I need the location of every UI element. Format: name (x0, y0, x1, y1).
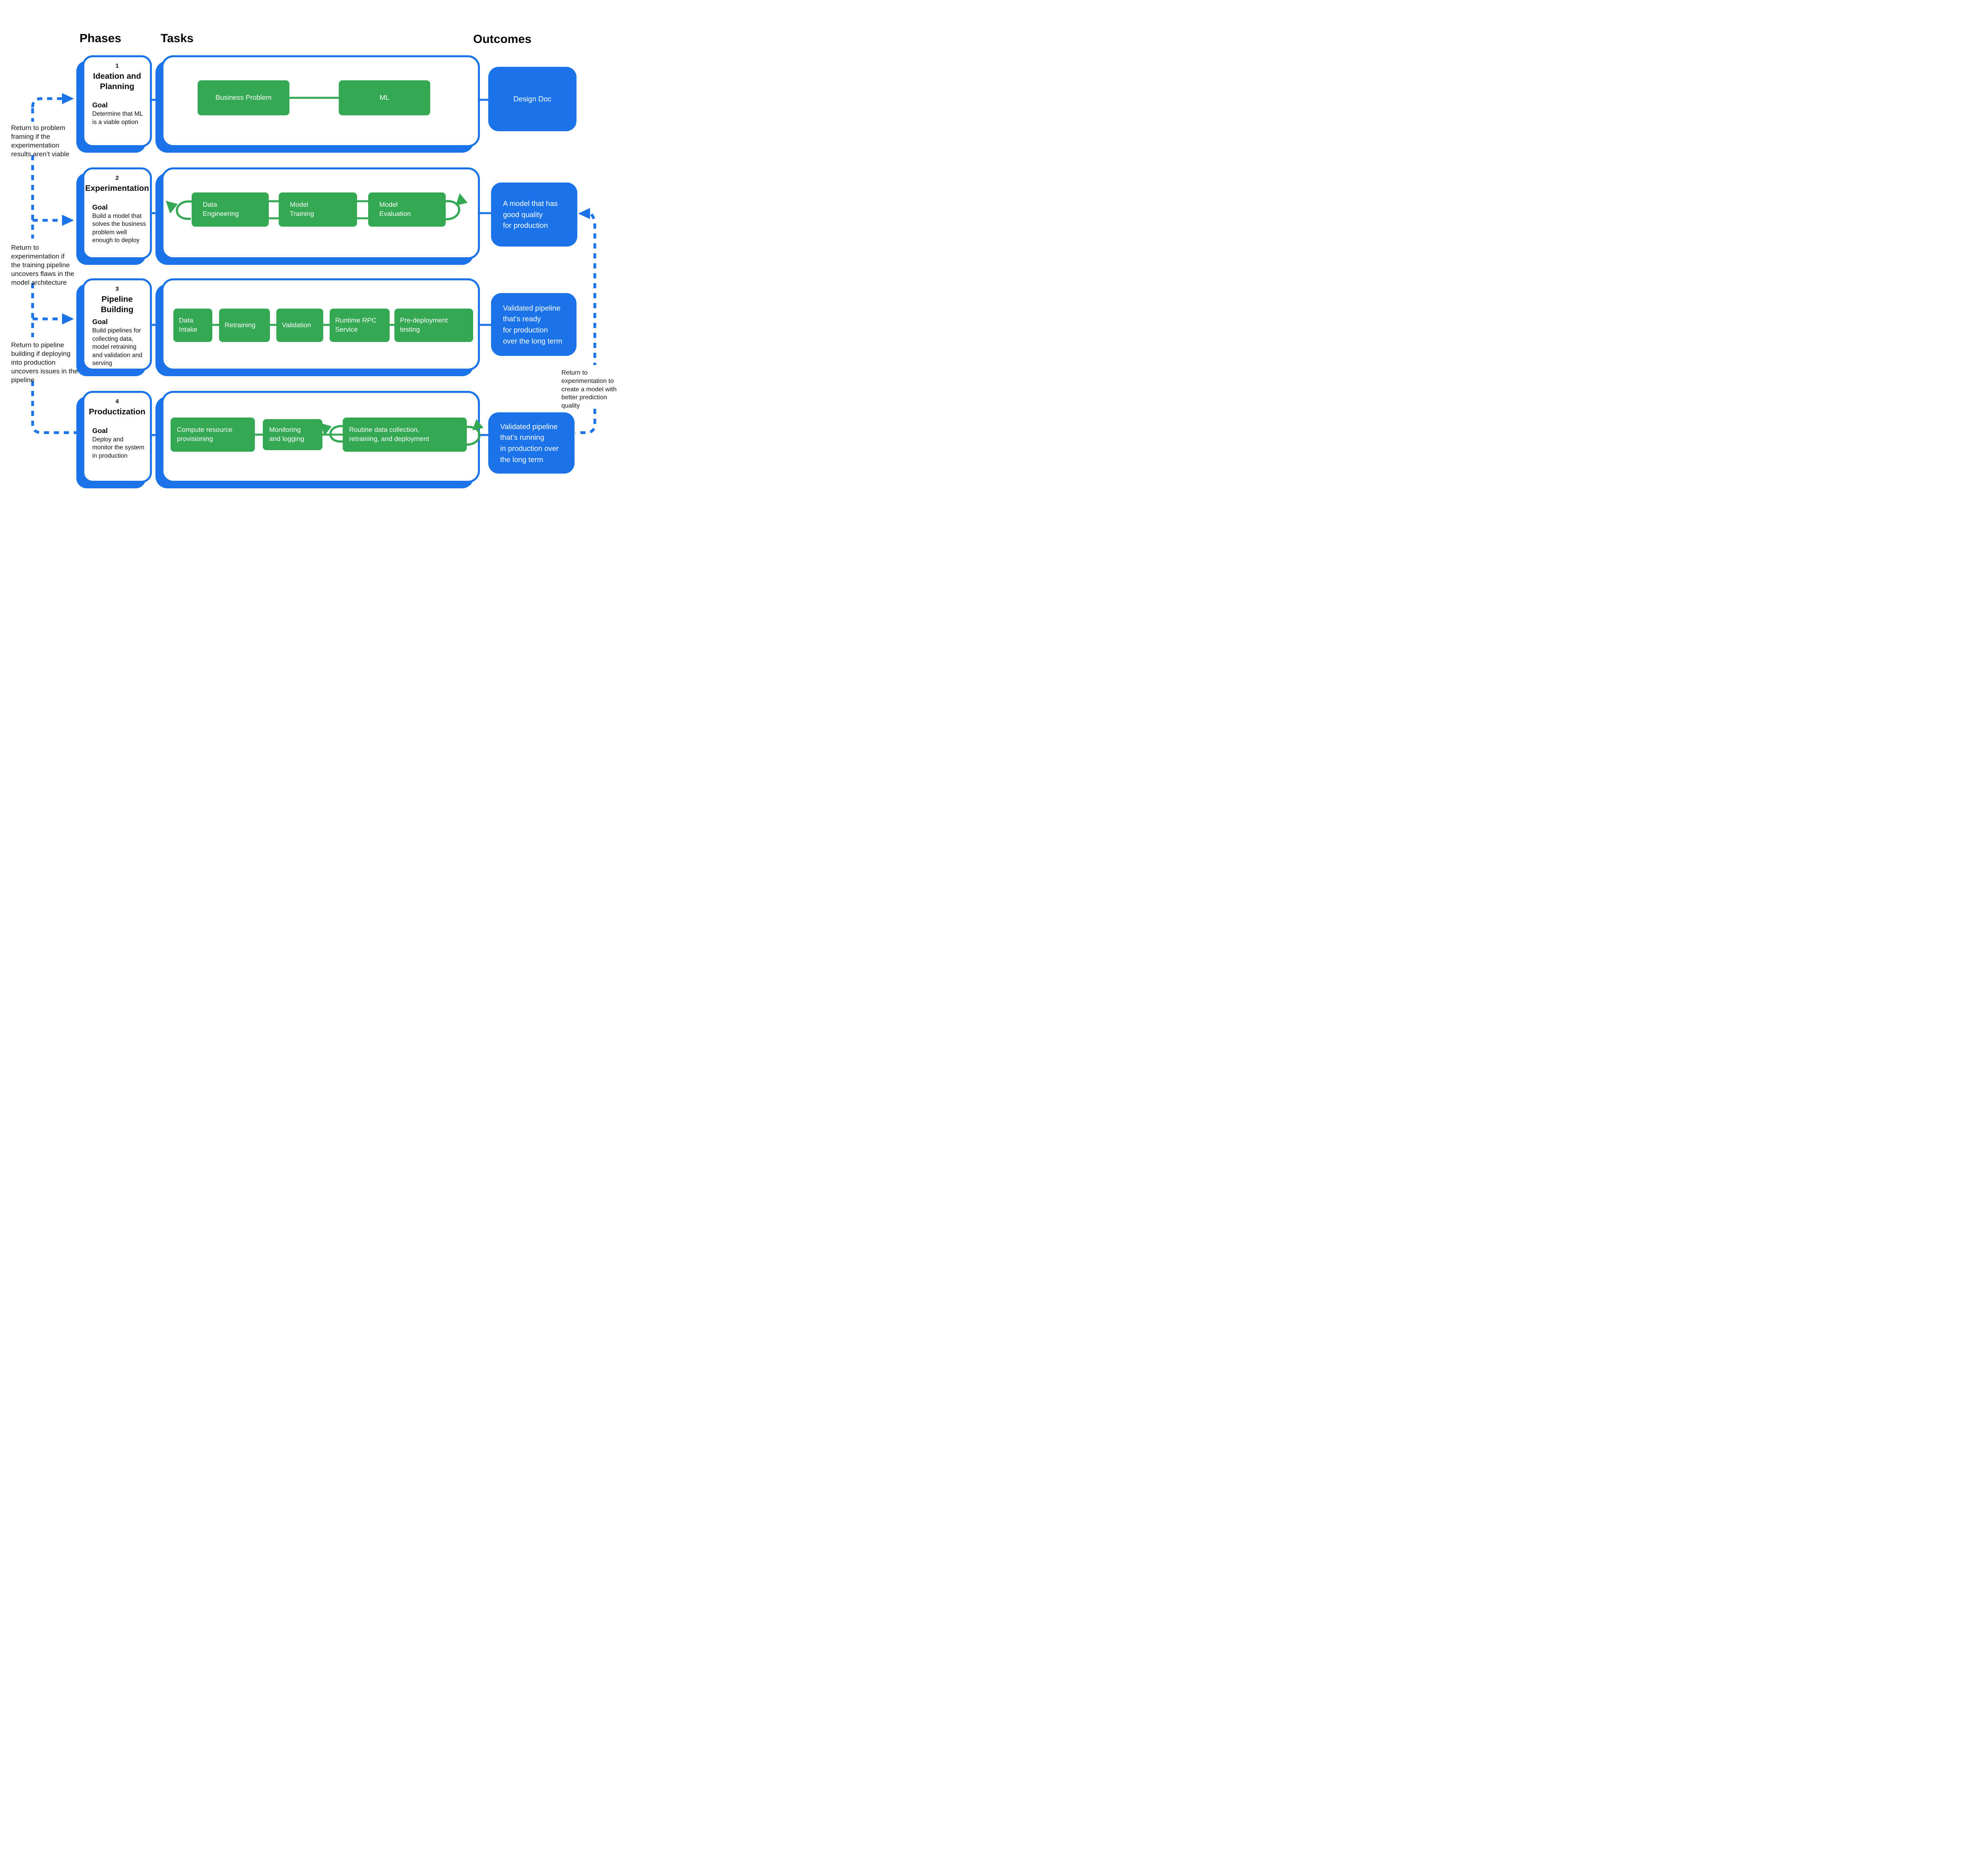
loop-arrow-icon-row4-left (320, 423, 332, 436)
task-retraining: Retraining (219, 309, 270, 342)
phase-title: Ideation and Planning (93, 72, 141, 91)
dotted-return-paths (31, 97, 596, 434)
phases-column-header: Phases (80, 32, 122, 45)
task-data-intake: Data Intake (173, 309, 212, 342)
mlops-lifecycle-diagram: Phases Tasks Outcomes 1 Ideation and Pla… (0, 0, 623, 514)
goal-label: Goal (92, 203, 108, 211)
task-ml: ML (339, 80, 430, 115)
task-pre-deployment-testing: Pre-deployment testing (394, 309, 473, 342)
tasks-container-row4: Compute resource provisioning Monitoring… (161, 391, 480, 483)
loop-arcs (176, 200, 481, 446)
annotation-return-experimentation-quality: Return to experimentation to create a mo… (561, 369, 617, 410)
goal-text: Build pipelines for collecting data, mod… (92, 327, 142, 367)
phase-number: 2 (115, 175, 119, 181)
outcome-model-good-quality: A model that has good quality for produc… (491, 183, 577, 247)
phase-box-experimentation: 2 Experimentation Goal Build a model tha… (82, 167, 152, 259)
outcome-validated-pipeline-ready: Validated pipeline that’s ready for prod… (491, 293, 577, 356)
loop-arc-row2-left (176, 200, 192, 220)
phase-number: 1 (115, 62, 119, 69)
phase-box-ideation-planning: 1 Ideation and Planning Goal Determine t… (82, 55, 152, 147)
return-arrow-icon-phase1 (62, 93, 74, 104)
phase-number: 3 (115, 286, 119, 292)
connector-layer-under (31, 93, 596, 436)
tasks-container-row1: Business Problem ML (161, 55, 480, 147)
phase-box-productization: 4 Productization Goal Deploy and monitor… (82, 391, 152, 483)
annotation-return-problem-framing: Return to problem framing if the experim… (11, 124, 70, 158)
task-validation: Validation (276, 309, 323, 342)
dotted-arrowheads (62, 93, 590, 324)
loop-arc-row4-right (464, 425, 481, 446)
annotation-return-pipeline-building: Return to pipeline building if deploying… (11, 341, 78, 384)
loop-arc-row4-left (329, 425, 345, 443)
task-monitoring-and-logging: Monitoring and logging (263, 419, 322, 450)
dotted-left-v4-to-phase4 (31, 381, 81, 434)
goal-label: Goal (92, 426, 108, 435)
dotted-right-v-upper (590, 213, 596, 365)
solid-connectors (150, 99, 492, 436)
task-compute-resource-provisioning: Compute resource provisioning (171, 418, 255, 452)
loop-arrow-icon-row2-left (166, 201, 178, 214)
loop-arrow-icon-row4-right (472, 419, 483, 430)
phase-title: Productization (89, 407, 146, 416)
task-business-problem: Business Problem (198, 80, 289, 115)
task-data-engineering: Data Engineering (192, 192, 269, 227)
phase-box-pipeline-building: 3 Pipeline Building Goal Build pipelines… (82, 278, 152, 371)
task-routine-data-collection: Routine data collection, retraining, and… (343, 418, 467, 452)
tasks-container-row2: Data Engineering Model Training Model Ev… (161, 167, 480, 259)
phase-title: Experimentation (85, 184, 149, 193)
task-model-evaluation: Model Evaluation (368, 192, 446, 227)
goal-text: Deploy and monitor the system in product… (92, 436, 144, 459)
task-model-training: Model Training (279, 192, 357, 227)
goal-label: Goal (92, 318, 108, 326)
goal-text: Determine that ML is a viable option (92, 111, 143, 126)
task-runtime-rpc-service: Runtime RPC Service (330, 309, 390, 342)
return-arrow-icon-phase2 (62, 215, 74, 226)
loop-arrow-icon-row2-right (456, 193, 468, 206)
return-arrow-icon-phase3 (62, 313, 74, 324)
green-task-links (212, 97, 395, 436)
loop-arrowheads (166, 193, 483, 436)
loop-arc-row2-right (443, 200, 460, 220)
annotation-return-experimentation: Return to experimentation if the trainin… (11, 244, 74, 287)
outcomes-column-header: Outcomes (473, 33, 532, 46)
phase-number: 4 (115, 398, 119, 405)
phase-title: Pipeline Building (101, 295, 134, 314)
outcome-design-doc: Design Doc (488, 67, 577, 131)
goal-label: Goal (92, 101, 108, 109)
outcome-validated-pipeline-running: Validated pipeline that’s running in pro… (488, 412, 575, 474)
connector-layer-over (166, 97, 483, 446)
goal-text: Build a model that solves the business p… (92, 212, 146, 244)
return-arrow-icon-outcome2 (578, 208, 590, 219)
dotted-right-v-lower (575, 409, 596, 434)
dotted-branch-to-phase1 (31, 97, 62, 108)
tasks-column-header: Tasks (161, 32, 194, 45)
